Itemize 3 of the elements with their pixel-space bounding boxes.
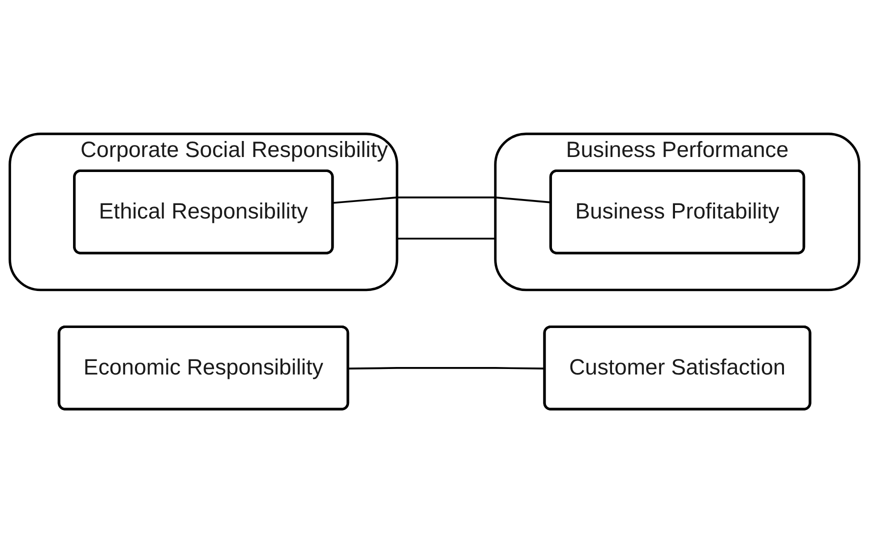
connector — [333, 196, 552, 204]
connector — [348, 367, 546, 370]
connector — [397, 238, 496, 240]
